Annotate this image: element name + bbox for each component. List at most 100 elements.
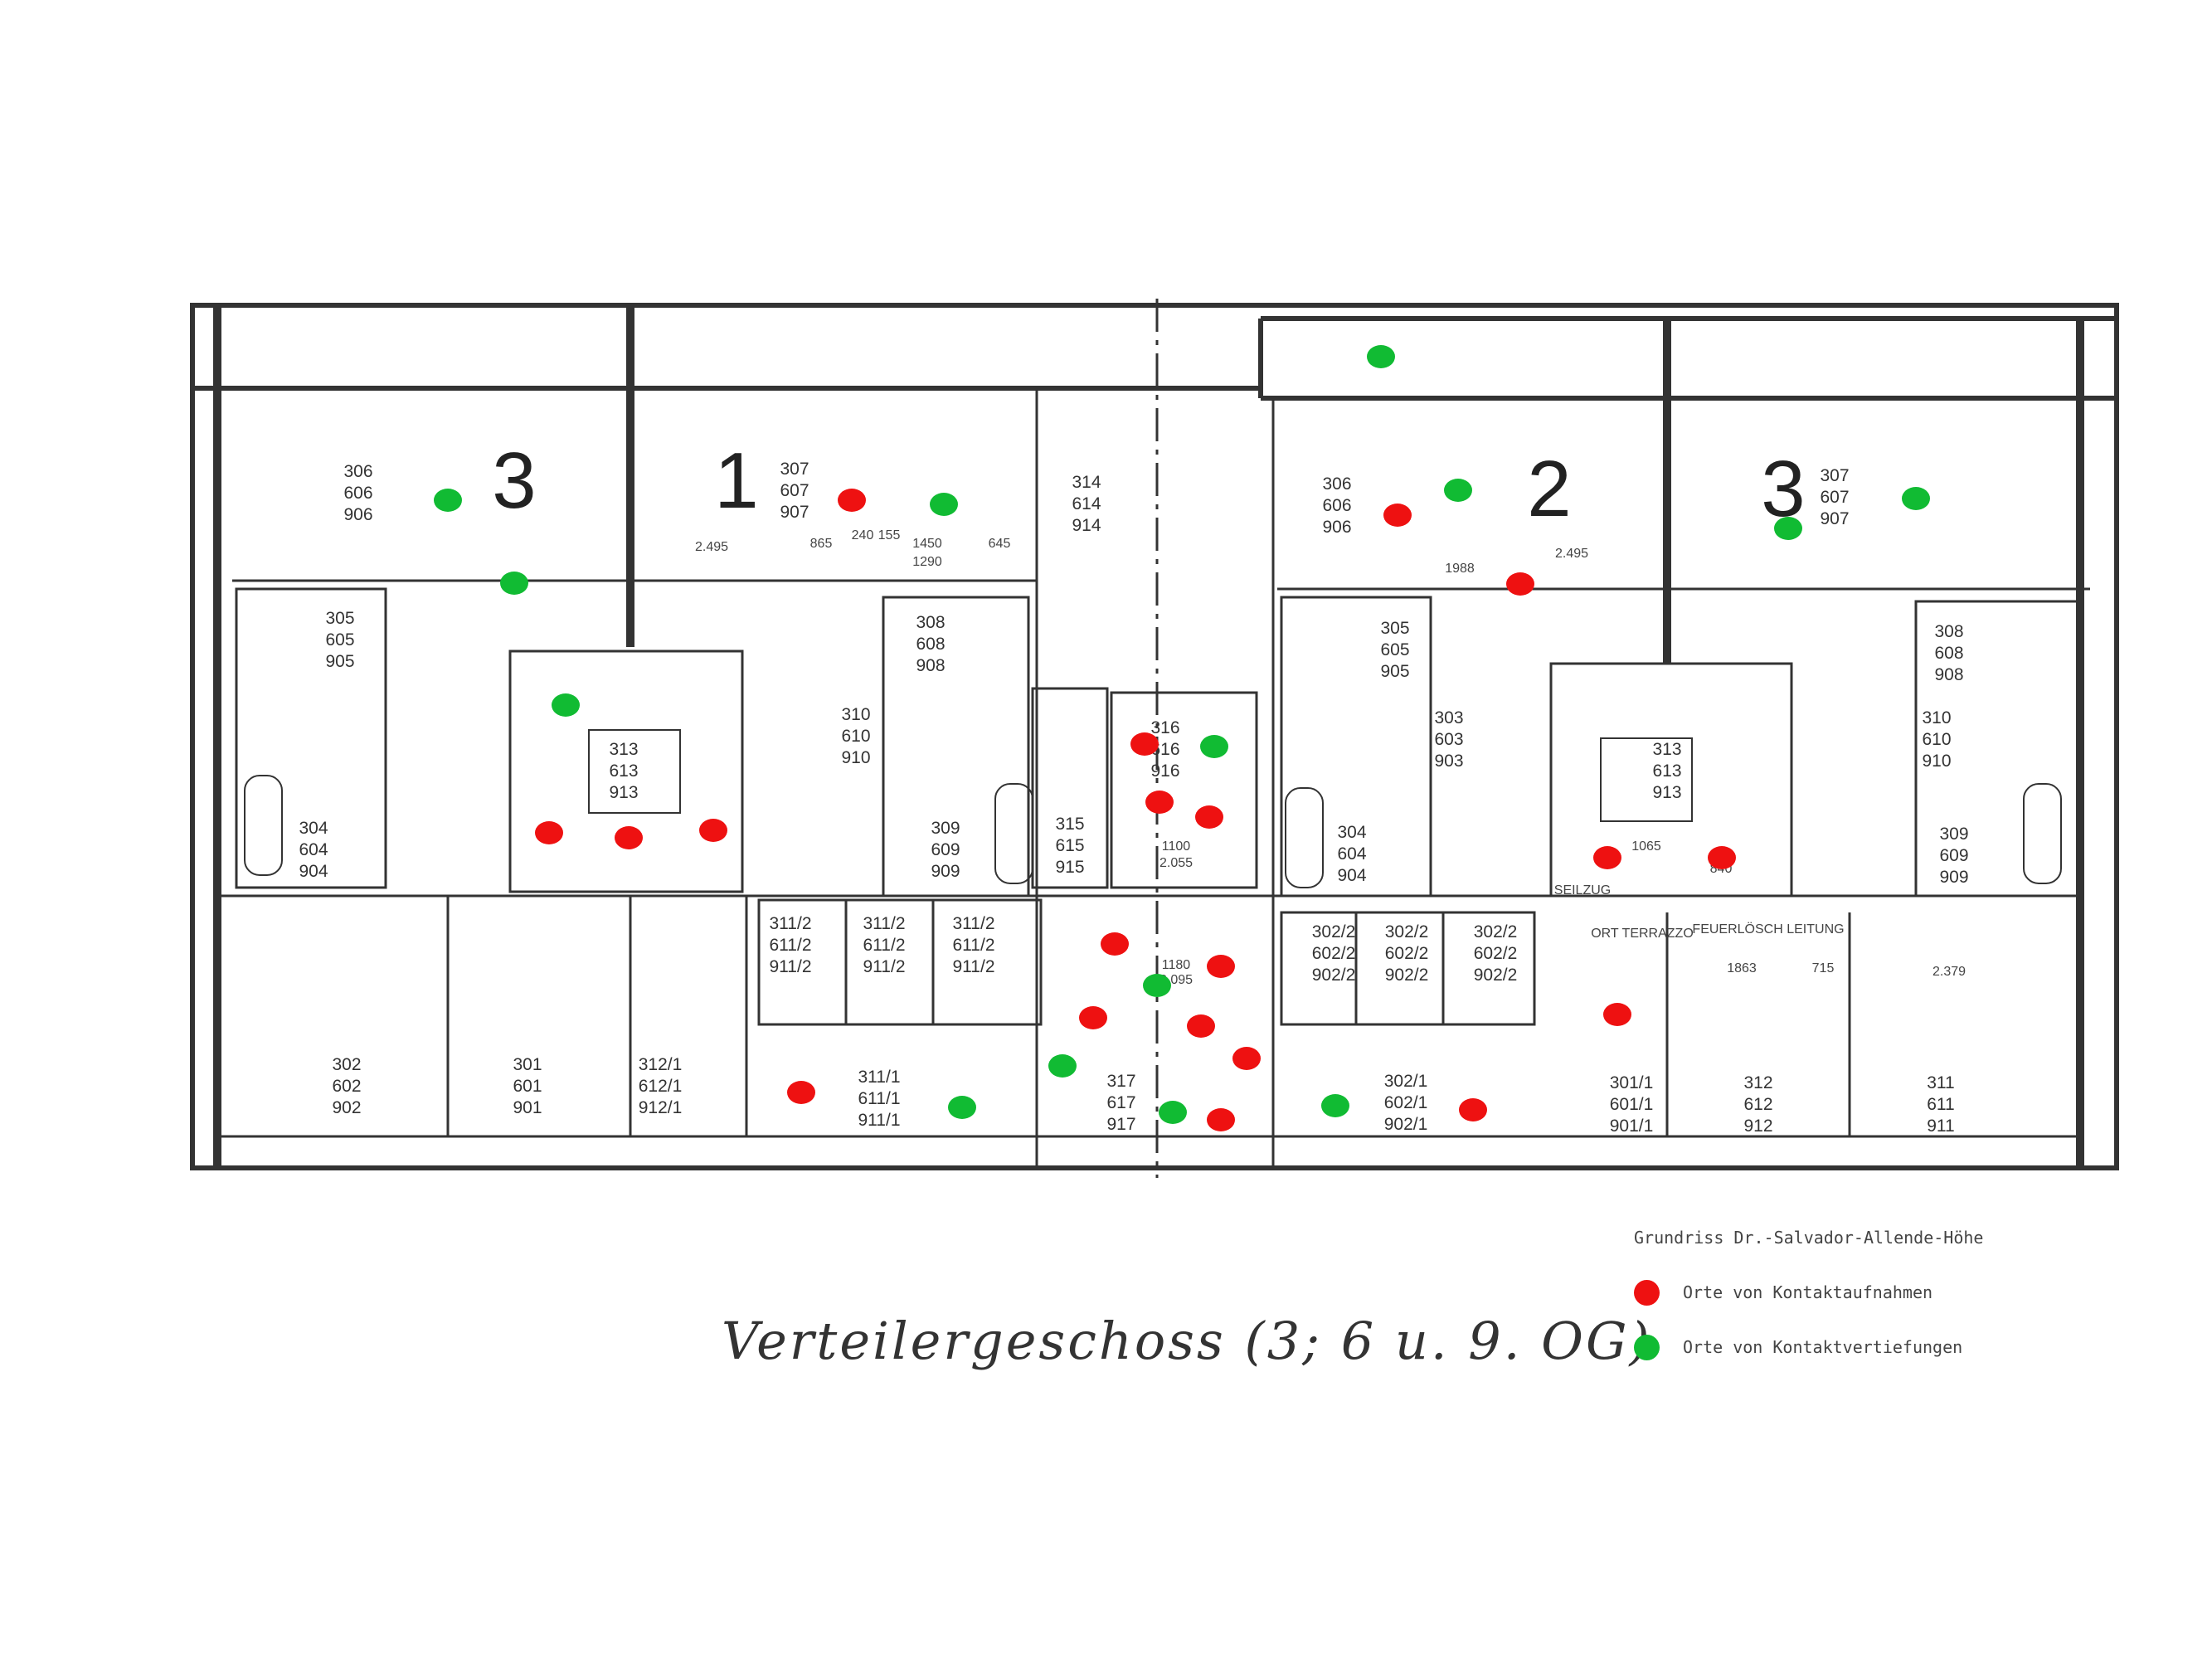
dimension-label: 1988 — [1445, 562, 1475, 576]
room-number: 302/1 — [1384, 1072, 1428, 1091]
room-number: 314 — [1072, 473, 1101, 492]
room-number: 917 — [1106, 1115, 1135, 1134]
contact-marker-green — [1143, 974, 1171, 997]
contact-marker-red — [1101, 932, 1129, 956]
room-number: 611/2 — [770, 936, 812, 955]
room-number: 903 — [1434, 752, 1463, 771]
room-number: 916 — [1150, 761, 1179, 781]
contact-marker-red — [1195, 805, 1223, 829]
room-number: 305 — [1380, 619, 1409, 638]
annotation-labels: SEILZUG ORT TERRAZZO FEUERLÖSCH LEITUNG — [1554, 883, 1845, 941]
room-number: 613 — [609, 761, 638, 781]
section-number: 2 — [1527, 445, 1571, 533]
room-number: 914 — [1072, 516, 1101, 535]
room-number: 905 — [325, 652, 354, 671]
section-number: 1 — [714, 436, 758, 525]
room-number: 610 — [1922, 730, 1951, 749]
annotation-label: SEILZUG — [1554, 883, 1611, 898]
room-number: 601 — [513, 1077, 542, 1096]
dimension-label: 2.495 — [1555, 547, 1588, 561]
room-number: 612 — [1743, 1095, 1772, 1114]
legend-item-contact: Orte von Kontaktaufnahmen — [1634, 1278, 2132, 1306]
room-number: 602/1 — [1384, 1093, 1428, 1112]
contact-marker-green — [434, 489, 462, 512]
contact-marker-green — [500, 572, 528, 595]
room-number: 602/2 — [1385, 944, 1429, 963]
room-number: 910 — [841, 748, 870, 767]
room-number: 311/2 — [863, 914, 906, 933]
room-number: 308 — [916, 613, 945, 632]
contact-marker-green — [1048, 1054, 1077, 1078]
legend-label: Orte von Kontaktvertiefungen — [1683, 1337, 1963, 1357]
room-number: 601/1 — [1610, 1095, 1654, 1114]
room-number: 603 — [1434, 730, 1463, 749]
dimension-label: 1065 — [1631, 839, 1661, 854]
room-number: 902 — [332, 1098, 361, 1117]
contact-marker-green — [1200, 735, 1228, 758]
room-number: 606 — [343, 484, 372, 503]
room-number: 313 — [609, 740, 638, 759]
dimension-label: 1100 — [1162, 839, 1191, 854]
room-number: 613 — [1652, 761, 1681, 781]
room-number: 609 — [1939, 846, 1968, 865]
room-number: 904 — [1337, 866, 1366, 885]
room-number: 310 — [1922, 708, 1951, 727]
room-number: 311/1 — [858, 1068, 901, 1087]
room-number: 604 — [299, 840, 328, 859]
room-number: 611 — [1927, 1095, 1954, 1114]
room-number: 902/2 — [1312, 966, 1356, 985]
room-number: 307 — [780, 460, 809, 479]
room-number: 907 — [780, 503, 809, 522]
contact-marker-green — [1444, 479, 1472, 502]
room-number: 611/1 — [858, 1089, 901, 1108]
room-number: 911/2 — [770, 957, 812, 976]
dimension-label: 2.379 — [1932, 965, 1966, 979]
room-number: 301/1 — [1610, 1073, 1654, 1092]
interior-walls — [217, 299, 2090, 1178]
legend-title: Grundriss Dr.-Salvador-Allende-Höhe — [1634, 1228, 1984, 1248]
room-number: 309 — [1939, 825, 1968, 844]
room-number: 912 — [1743, 1117, 1772, 1136]
contact-marker-green — [1321, 1094, 1349, 1117]
room-number: 910 — [1922, 752, 1951, 771]
room-number: 901/1 — [1610, 1117, 1654, 1136]
handwritten-caption: Verteilergeschoss (3; 6 u. 9. OG) — [722, 1311, 1652, 1371]
room-number: 316 — [1150, 718, 1179, 737]
room-number: 310 — [841, 705, 870, 724]
room-number: 304 — [299, 819, 328, 838]
room-number: 313 — [1652, 740, 1681, 759]
room-number: 908 — [916, 656, 945, 675]
section-number: 3 — [492, 436, 536, 525]
contact-marker-red — [1232, 1047, 1261, 1070]
dimension-label: 1863 — [1727, 961, 1757, 975]
annotation-label: ORT TERRAZZO — [1591, 927, 1694, 941]
room-number: 901 — [513, 1098, 542, 1117]
room-number: 602 — [332, 1077, 361, 1096]
contact-marker-red — [1708, 846, 1736, 869]
room-number: 905 — [1380, 662, 1409, 681]
room-number: 602/2 — [1474, 944, 1518, 963]
room-number: 617 — [1106, 1093, 1135, 1112]
room-number: 909 — [1939, 868, 1968, 887]
dimension-label: 240 — [852, 528, 874, 542]
room-number: 913 — [609, 783, 638, 802]
room-number: 608 — [1934, 644, 1963, 663]
dimension-label: 155 — [878, 528, 901, 542]
room-number: 302 — [332, 1055, 361, 1074]
room-number: 911/1 — [858, 1111, 901, 1130]
contact-marker-red — [1079, 1006, 1107, 1029]
room-number: 906 — [1322, 518, 1351, 537]
room-number: 301 — [513, 1055, 542, 1074]
legend-label: Orte von Kontaktaufnahmen — [1683, 1282, 1933, 1302]
room-number: 612/1 — [639, 1077, 683, 1096]
columns — [213, 305, 2084, 1168]
room-number: 912/1 — [639, 1098, 683, 1117]
contact-marker-red — [1187, 1014, 1215, 1038]
room-number: 902/2 — [1474, 966, 1518, 985]
room-number: 309 — [931, 819, 960, 838]
room-number: 307 — [1820, 466, 1849, 485]
room-number: 909 — [931, 862, 960, 881]
legend-item-deepening: Orte von Kontaktvertiefungen — [1634, 1333, 2132, 1361]
dimension-label: 1290 — [912, 555, 942, 569]
room-number: 606 — [1322, 496, 1351, 515]
